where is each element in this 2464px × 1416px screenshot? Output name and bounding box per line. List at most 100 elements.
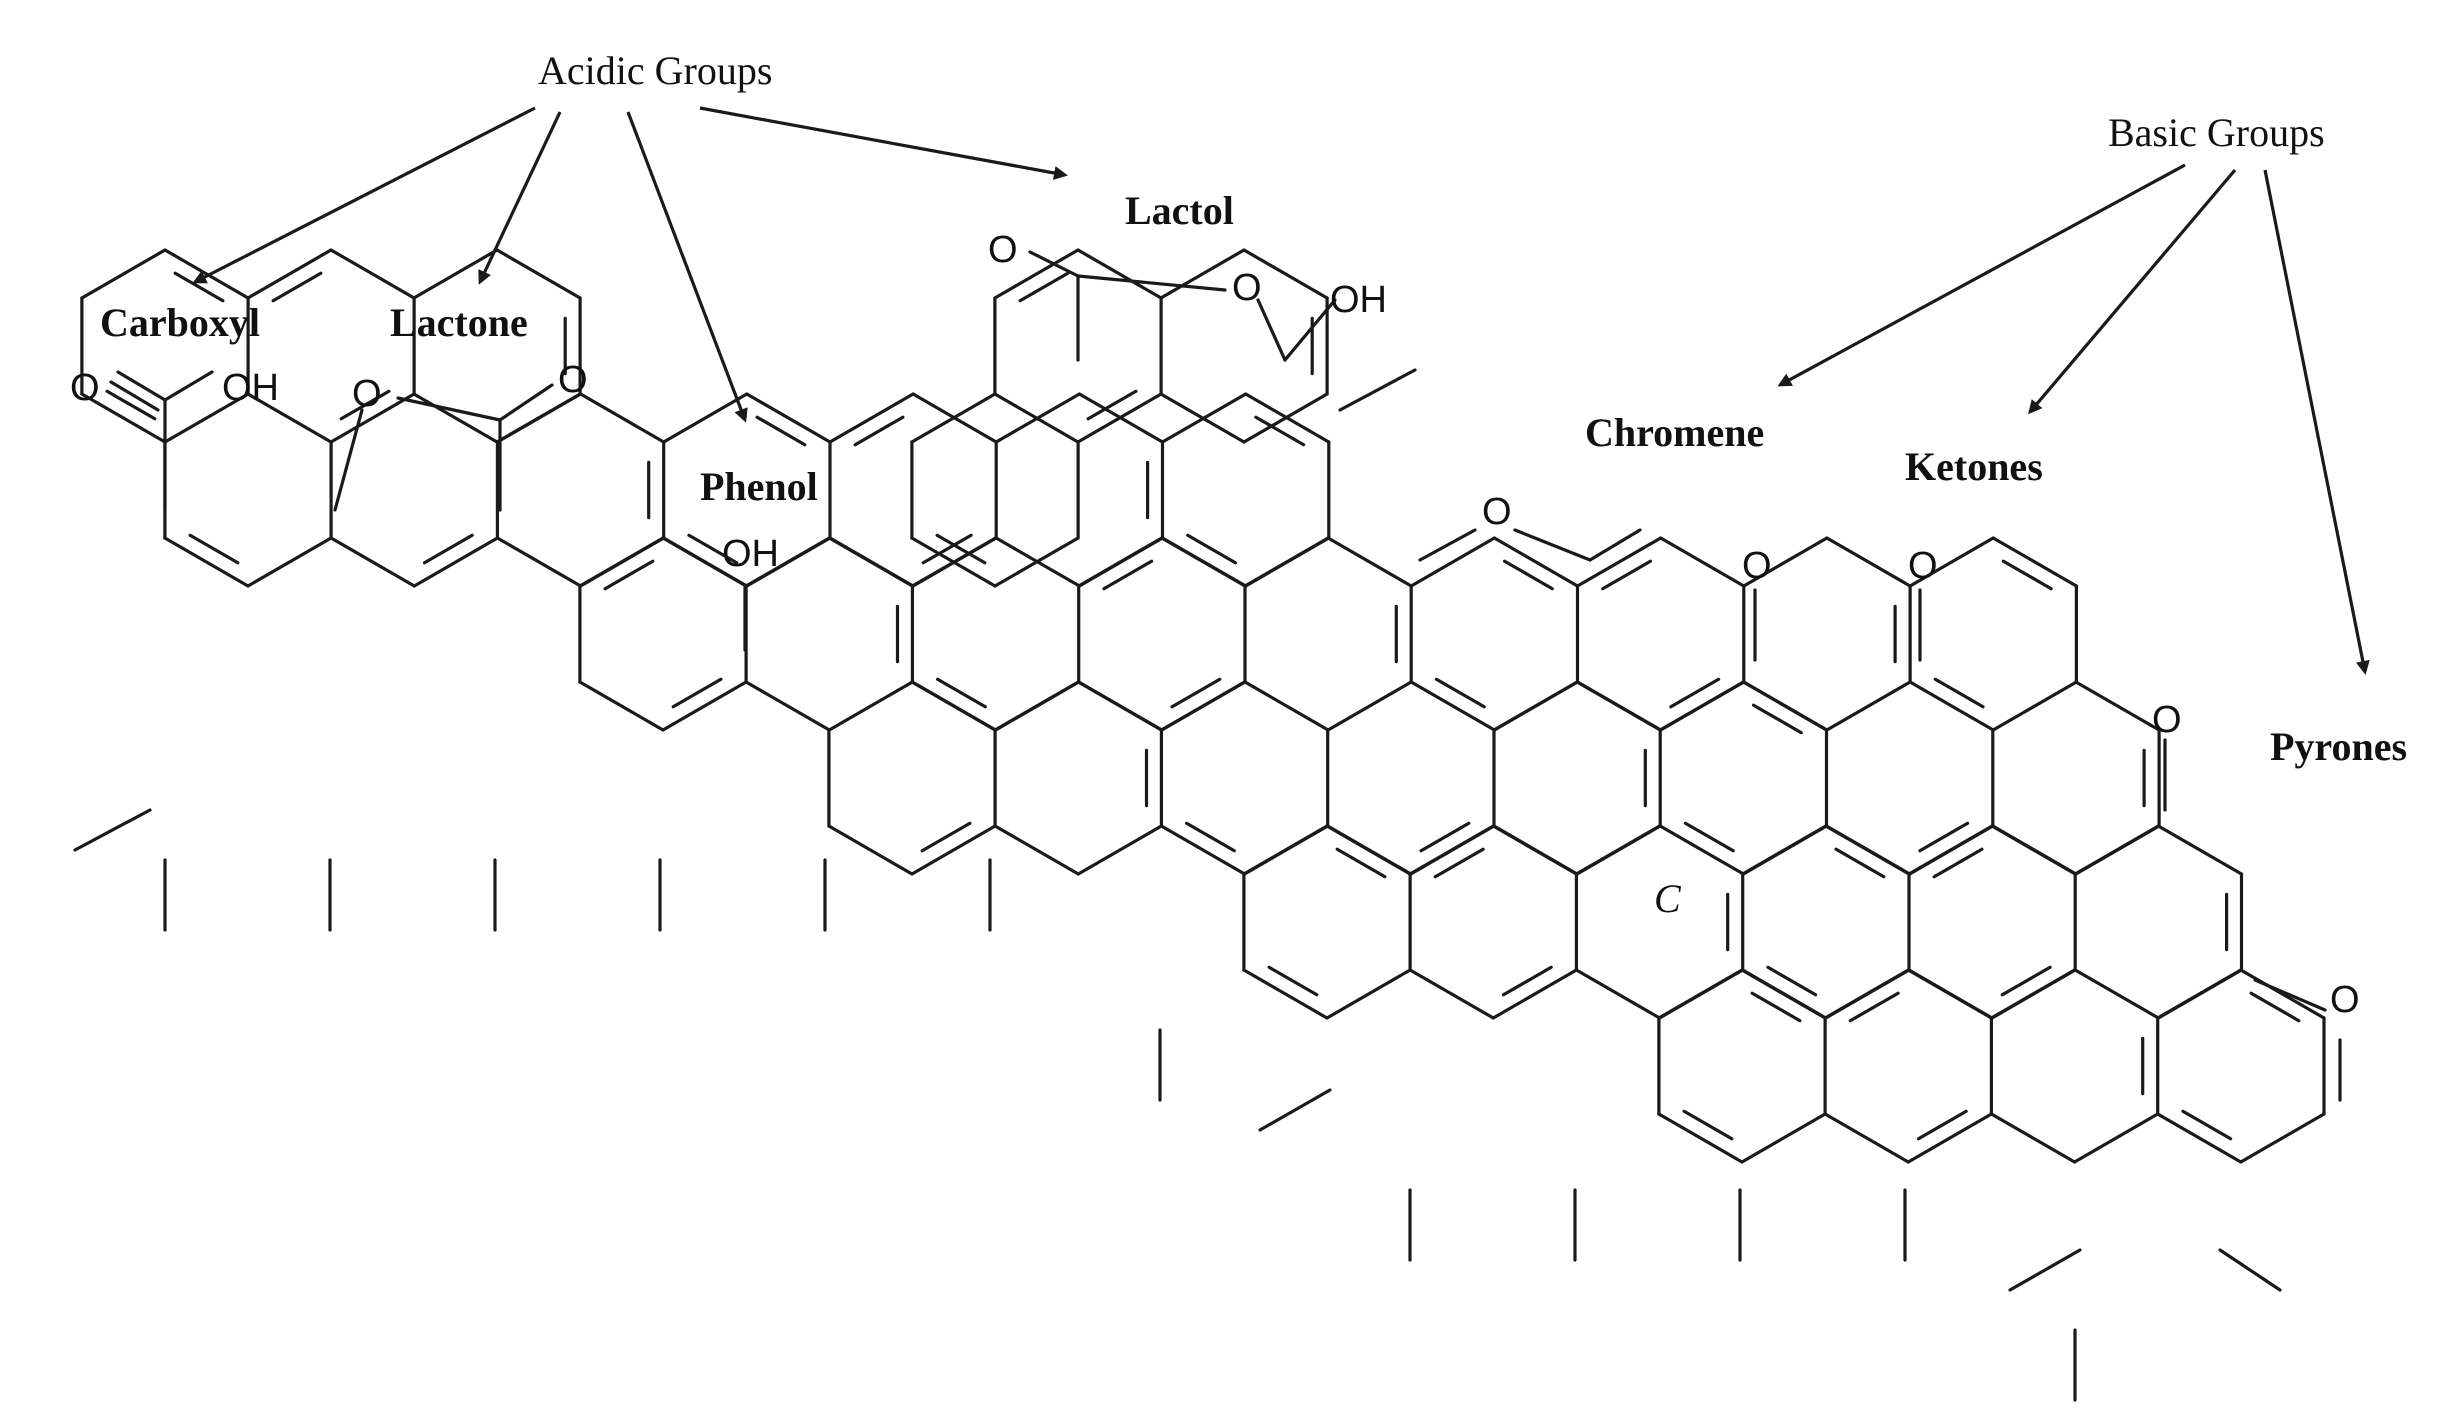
- ring-bond: [1906, 1112, 1994, 1164]
- ring-bond: [993, 680, 1080, 732]
- double-bond-line: [188, 533, 240, 565]
- lactol-o-c: [1256, 298, 1287, 362]
- ring-bond: [1824, 824, 1911, 876]
- ring-bond: [1409, 536, 1497, 588]
- ring-bond: [993, 248, 1080, 300]
- double-bond-line: [105, 389, 157, 421]
- ring-bond: [578, 536, 665, 588]
- edge-methyl-bond: [1258, 1088, 1332, 1132]
- ring-bond: [1491, 824, 1579, 876]
- ring-bond: [1823, 968, 1910, 1020]
- ring-bond: [2239, 1112, 2326, 1164]
- ring-bond: [1657, 968, 1744, 1020]
- edge-methyl-bond: [2008, 1248, 2082, 1292]
- ring-bond: [163, 392, 250, 444]
- double-bond-line: [687, 533, 739, 565]
- ring-bond: [2073, 1112, 2160, 1164]
- double-bond-line: [1682, 1109, 1734, 1141]
- double-bond-line: [2249, 991, 2301, 1023]
- lactone-c-o-double: [498, 383, 554, 422]
- double-bond-line: [1766, 965, 1818, 997]
- chromene-methyl: [1588, 528, 1642, 562]
- double-bond-line: [1669, 677, 1721, 709]
- double-bond-line: [1502, 559, 1554, 591]
- chromene-label: Chromene: [1585, 410, 1764, 455]
- double-bond-line: [1184, 821, 1236, 853]
- ring-bond: [2073, 824, 2160, 876]
- ring-bond: [412, 248, 499, 300]
- double-bond-line: [1916, 1109, 1968, 1141]
- ring-bond: [495, 536, 583, 588]
- double-bond-line: [935, 677, 987, 709]
- carboxyl-c-o-double: [109, 380, 160, 412]
- ring-bond: [1908, 680, 1995, 732]
- ring-bond: [1575, 536, 1663, 588]
- double-bond-line: [920, 821, 972, 853]
- double-bond-line: [755, 415, 807, 447]
- double-bond-line: [1834, 847, 1886, 879]
- double-bond-line: [339, 389, 391, 421]
- phenol-hydroxyl: OH: [722, 533, 779, 575]
- ring-bond: [1160, 536, 1247, 588]
- lactone-label: Lactone: [390, 300, 528, 345]
- ring-bond: [1574, 968, 1662, 1020]
- ring-bond: [661, 536, 748, 588]
- double-bond-line: [1848, 991, 1900, 1023]
- ring-bond: [246, 536, 333, 588]
- double-bond-line: [422, 533, 474, 565]
- ring-bond: [1825, 680, 1912, 732]
- lactol-c-o-double: [1028, 250, 1080, 278]
- ring-bond: [661, 680, 748, 732]
- ring-bond: [495, 392, 583, 444]
- ring-bond: [827, 536, 915, 588]
- ring-bond: [1989, 1112, 2077, 1164]
- ring-bond: [662, 392, 749, 444]
- double-bond-line: [1102, 559, 1154, 591]
- arrow-to-lactone: [478, 111, 562, 285]
- ring-bond: [1077, 536, 1164, 588]
- ring-bond: [1159, 680, 1247, 732]
- ring-bond: [2074, 680, 2161, 732]
- lactol-c-oh: [1283, 298, 1337, 362]
- ring-bond: [1575, 680, 1662, 732]
- ring-bond: [1741, 680, 1829, 732]
- ketones-label: Ketones: [1905, 444, 2043, 489]
- ring-bond: [827, 680, 915, 732]
- lactol-label: Lactol: [1125, 188, 1234, 233]
- double-bond-line: [853, 415, 905, 447]
- acidic-groups-label: Acidic Groups: [538, 48, 772, 93]
- double-bond-line: [1601, 559, 1653, 591]
- ring-bond: [1991, 680, 2078, 732]
- carboxyl-hydroxyl: OH: [222, 367, 279, 409]
- double-bond-line: [1170, 677, 1222, 709]
- ring-bond: [910, 392, 997, 444]
- ring-bond: [1243, 680, 1330, 732]
- ring-bond: [993, 824, 1080, 876]
- pyrone-ring-oxygen: O: [2330, 979, 2360, 1021]
- ring-bond: [2073, 968, 2160, 1020]
- ring-bond: [1740, 968, 1827, 1020]
- lactone-c-o: [333, 408, 364, 512]
- arrow-to-chromene: [1777, 163, 2186, 387]
- ring-bond: [910, 824, 997, 876]
- lactol-methyl: [1338, 368, 1417, 412]
- ring-bond: [1658, 680, 1746, 732]
- ring-bond: [1742, 536, 1829, 588]
- ring-bond: [1823, 1112, 1910, 1164]
- ring-bond: [744, 680, 831, 732]
- ring-bond: [910, 536, 998, 588]
- carboxyl-c-oh: [163, 370, 214, 402]
- basic-groups-label: Basic Groups: [2108, 110, 2325, 155]
- double-bond-line: [1186, 533, 1238, 565]
- lactone-o-c: [396, 396, 502, 422]
- ring-bond: [1408, 824, 1495, 876]
- chromene-o-c: [1513, 528, 1592, 562]
- ring-bond: [1326, 536, 1413, 588]
- ring-bond: [412, 392, 499, 444]
- double-bond-line: [1434, 677, 1486, 709]
- ring-bond: [1076, 248, 1163, 300]
- double-bond-line: [1918, 821, 1970, 853]
- ring-bond: [1990, 824, 2077, 876]
- ring-bond: [1326, 680, 1413, 732]
- acidic-arrows: [192, 106, 1068, 423]
